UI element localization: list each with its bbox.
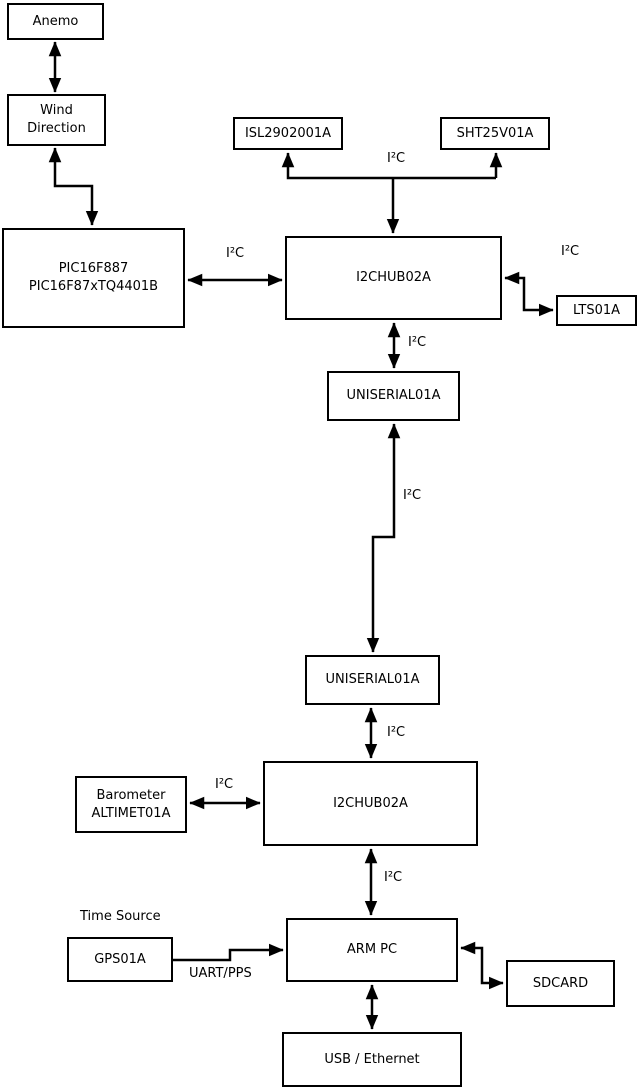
node-sdcard: SDCARD (506, 960, 615, 1007)
node-i2chub02a-top: I2CHUB02A (285, 236, 502, 320)
node-uniserial01a-bottom-label: UNISERIAL01A (325, 672, 420, 688)
node-sdcard-label: SDCARD (532, 975, 589, 991)
edge-label-uart-pps: UART/PPS (189, 966, 252, 981)
node-arm-pc-label: ARM PC (346, 942, 398, 958)
node-uniserial01a-top-label: UNISERIAL01A (346, 388, 441, 404)
node-uniserial01a-top: UNISERIAL01A (327, 371, 460, 421)
node-sht25v01a-label: SHT25V01A (456, 125, 534, 141)
node-barometer-line2: ALTIMET01A (91, 805, 171, 821)
node-pic16f887-line1: PIC16F887 (58, 261, 129, 277)
edge-label-i2c-hub2-armpc: I²C (384, 870, 403, 885)
node-wind-direction: Wind Direction (7, 94, 106, 146)
node-usb-ethernet-label: USB / Ethernet (324, 1051, 420, 1067)
edge-label-i2c-pic-hub1: I²C (226, 246, 245, 261)
edge-uniserial1-uniserial2 (366, 423, 401, 653)
node-barometer-line1: Barometer (96, 787, 166, 803)
node-anemo: Anemo (7, 3, 104, 40)
node-pic16f887-line2: PIC16F87xTQ4401B (28, 279, 159, 294)
edge-label-i2c-hub1-uniserial1: I²C (408, 335, 427, 350)
node-uniserial01a-bottom: UNISERIAL01A (305, 655, 440, 705)
node-gps01a: GPS01A (67, 937, 173, 982)
edge-bus-isl (281, 152, 496, 180)
node-gps01a-label: GPS01A (94, 951, 146, 967)
node-lts01a: LTS01A (556, 295, 637, 326)
node-i2chub02a-bottom-label: I2CHUB02A (333, 795, 408, 811)
edge-label-i2c-uniserial-link: I²C (403, 488, 422, 503)
node-lts01a-label: LTS01A (572, 302, 621, 318)
node-pic16f887: PIC16F887 PIC16F87xTQ4401B (2, 228, 185, 328)
edge-label-i2c-hub1-lts: I²C (561, 244, 580, 259)
node-wind-direction-line2: Direction (27, 121, 86, 136)
node-usb-ethernet: USB / Ethernet (282, 1032, 462, 1087)
annotation-time-source: Time Source (80, 909, 161, 924)
edge-armpc-sdcard (460, 941, 504, 990)
edge-label-i2c-barometer-hub2: I²C (215, 777, 234, 792)
edge-label-i2c-uniserial2-hub2: I²C (387, 725, 406, 740)
node-anemo-label: Anemo (32, 13, 79, 29)
edge-gps-armpc (173, 943, 284, 962)
edge-winddirection-pic (48, 147, 99, 226)
node-isl2902001a-label: ISL2902001A (244, 125, 332, 141)
edge-label-i2c-sensors-bus: I²C (387, 151, 406, 166)
edge-hub1-lts (504, 271, 554, 317)
node-wind-direction-line1: Wind (40, 103, 73, 119)
node-arm-pc: ARM PC (286, 918, 458, 982)
node-i2chub02a-top-label: I2CHUB02A (356, 270, 431, 286)
node-i2chub02a-bottom: I2CHUB02A (263, 761, 478, 846)
node-sht25v01a: SHT25V01A (440, 117, 550, 150)
node-barometer-altimet01a: Barometer ALTIMET01A (75, 776, 187, 833)
node-isl2902001a: ISL2902001A (233, 117, 343, 150)
